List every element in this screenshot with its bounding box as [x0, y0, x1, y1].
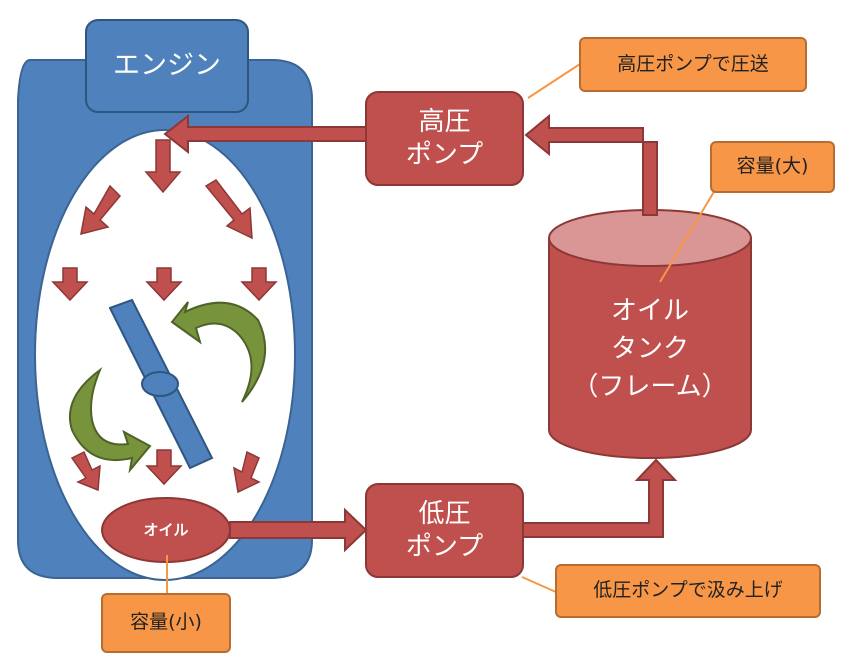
note-high-pressure: 高圧ポンプで圧送 [617, 52, 769, 75]
flow-arrow-icon [229, 507, 368, 553]
callout-pointer [659, 189, 716, 283]
flow-arrow-icon [522, 458, 678, 538]
flow-arrow-icon [145, 267, 183, 302]
note-sump-capacity: 容量(小) [130, 611, 202, 634]
flow-arrow-icon [80, 184, 122, 236]
oil-tank-cylinder [548, 209, 752, 459]
flow-arrow-icon [145, 449, 183, 486]
flow-arrow-icon [163, 113, 367, 155]
flow-arrow-icon [524, 113, 658, 216]
note-tank-capacity: 容量(大) [736, 155, 809, 178]
crankshaft-icon [108, 298, 214, 470]
high-pressure-pump-label: 高圧 ポンプ [405, 107, 484, 170]
flow-arrow-icon [144, 139, 182, 194]
note-box-low-pressure [555, 564, 821, 618]
engine-label: エンジン [113, 50, 221, 82]
callout-pointer [521, 576, 557, 593]
flow-arrow-icon [51, 267, 89, 302]
oil-sump-label: オイル [143, 520, 189, 539]
callout-pointer [527, 63, 581, 99]
flow-arrow-icon [204, 179, 253, 240]
flow-arrow-icon [233, 450, 261, 494]
rotation-arrow-icon [170, 301, 267, 403]
rotation-arrow-icon [68, 367, 152, 474]
flow-arrow-icon [70, 450, 101, 492]
note-low-pressure: 低圧ポンプで汲み上げ [593, 579, 783, 602]
note-box-high-pressure [579, 37, 807, 92]
note-box-tank-capacity [710, 141, 835, 193]
flow-arrow-icon [240, 267, 278, 302]
low-pressure-pump-label: 低圧 ポンプ [405, 499, 484, 562]
oil-tank-label: オイル タンク （フレーム） [572, 296, 728, 402]
note-box-sump-capacity [101, 593, 231, 653]
engine-title-box [85, 19, 249, 113]
